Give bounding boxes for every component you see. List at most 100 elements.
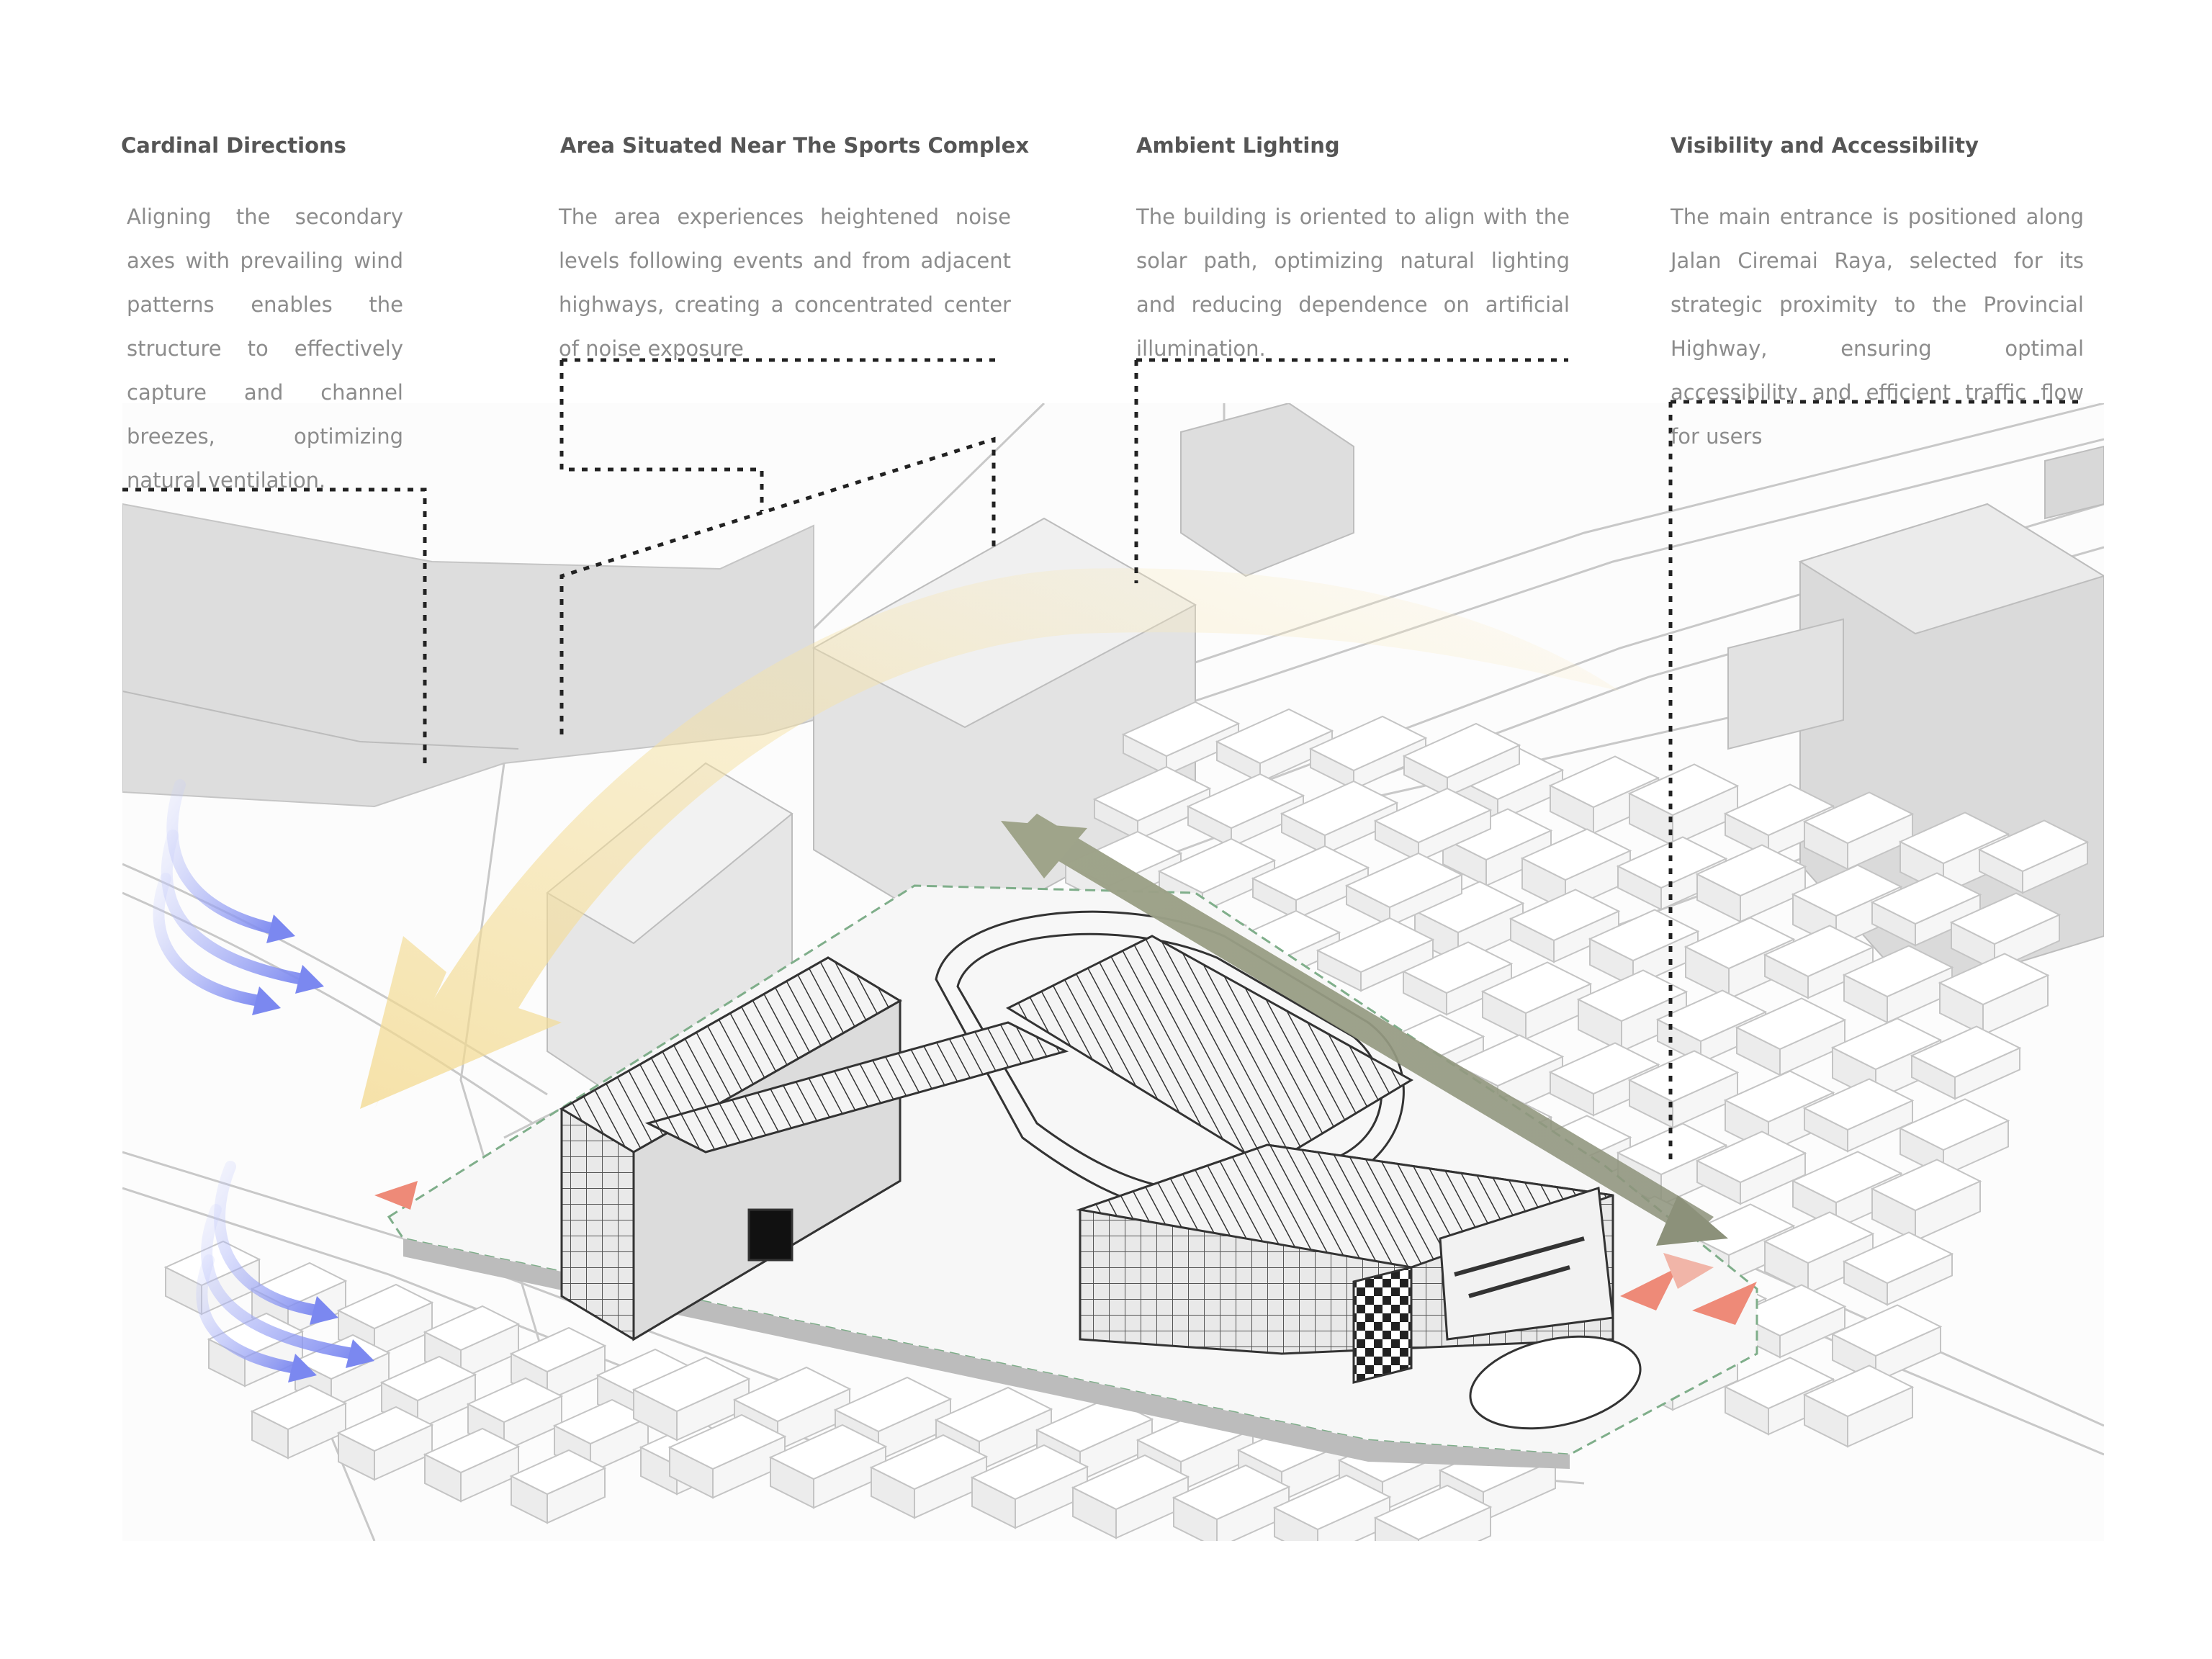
annotation-ambient-lighting: Ambient Lighting The building is oriente… bbox=[1136, 133, 1570, 371]
city-block-face bbox=[1683, 1203, 1796, 1256]
city-block-face bbox=[1695, 844, 1807, 897]
city-block-face bbox=[1373, 1484, 1493, 1541]
city-block-face bbox=[1373, 787, 1493, 844]
city-block-face bbox=[1723, 1357, 1835, 1410]
city-block-face bbox=[250, 1384, 348, 1431]
city-block-face bbox=[1723, 783, 1835, 837]
city-block-face bbox=[1172, 1464, 1291, 1521]
city-block-face bbox=[732, 1366, 852, 1423]
annotation-title: Area Situated Near The Sports Complex bbox=[560, 133, 1030, 158]
city-block-face bbox=[1316, 917, 1435, 974]
city-block-face bbox=[1452, 1034, 1565, 1087]
annotation-title: Ambient Lighting bbox=[1136, 133, 1340, 158]
city-block-face bbox=[768, 1424, 888, 1480]
city-block-face bbox=[1723, 1070, 1835, 1123]
city-block-face bbox=[1898, 811, 2010, 865]
city-block-face bbox=[1910, 1025, 2022, 1079]
city-block-face bbox=[934, 1386, 1053, 1443]
city-block-face bbox=[1763, 925, 1875, 978]
city-block-face bbox=[1548, 1042, 1660, 1095]
city-block-face bbox=[1035, 1396, 1154, 1453]
city-block-face bbox=[1616, 836, 1728, 889]
annotation-body: The building is oriented to align with t… bbox=[1136, 204, 1570, 361]
city-block-face bbox=[1655, 989, 1768, 1043]
neighborhood-blocks bbox=[163, 701, 2090, 1541]
city-block-face bbox=[1186, 773, 1305, 830]
city-block-face bbox=[1509, 889, 1621, 942]
city-block-face bbox=[1938, 953, 2050, 1006]
city-block-face bbox=[1802, 791, 1915, 845]
city-block-face bbox=[423, 1427, 521, 1474]
entrance-markers bbox=[374, 1181, 1757, 1325]
city-block-face bbox=[1251, 845, 1370, 902]
city-block-face bbox=[1802, 1078, 1915, 1131]
annotation-body: The main entrance is positioned along Ja… bbox=[1671, 204, 2084, 449]
annotation-title: Cardinal Directions bbox=[121, 133, 346, 158]
city-block-face bbox=[423, 1305, 521, 1352]
city-block-face bbox=[1735, 997, 1847, 1051]
city-block-face bbox=[1272, 1474, 1392, 1531]
city-block-face bbox=[1842, 1231, 1954, 1285]
city-block-face bbox=[1898, 1098, 2010, 1151]
wind-arrows bbox=[153, 779, 359, 1374]
city-block-face bbox=[1480, 961, 1593, 1015]
sun-path-arrow bbox=[360, 568, 1620, 1109]
city-block-face bbox=[1576, 969, 1689, 1022]
city-block-face bbox=[631, 1356, 751, 1413]
annotation-title: Visibility and Accessibility bbox=[1671, 133, 1979, 158]
city-block-face bbox=[1870, 1159, 1982, 1212]
left-building-wing bbox=[559, 956, 1069, 1341]
access-arrow bbox=[1001, 814, 1728, 1246]
city-block-face bbox=[833, 1376, 953, 1433]
city-block-face bbox=[1401, 941, 1514, 994]
city-block-face bbox=[1791, 864, 1903, 917]
city-block-face bbox=[1344, 852, 1464, 909]
city-block-face bbox=[1121, 701, 1241, 757]
city-block-face bbox=[1683, 917, 1796, 970]
city-block-face bbox=[1548, 755, 1660, 809]
city-block-face bbox=[1830, 1017, 1943, 1071]
city-block-face bbox=[1791, 1151, 1903, 1204]
right-building-wing bbox=[1076, 1143, 1614, 1384]
city-block-face bbox=[1870, 872, 1982, 925]
city-block-face bbox=[379, 1355, 477, 1402]
city-block-face bbox=[970, 1444, 1089, 1501]
city-block-face bbox=[1157, 837, 1277, 894]
city-block-face bbox=[1071, 1454, 1190, 1511]
annotation-body: The area experiences heightened noise le… bbox=[559, 204, 1011, 361]
wind-arrow-heads bbox=[252, 914, 374, 1382]
city-block-face bbox=[1308, 715, 1428, 772]
city-block-face bbox=[1977, 819, 2090, 873]
city-block-face bbox=[1830, 1304, 1943, 1357]
city-block-face bbox=[1949, 892, 2062, 945]
central-roof-structure bbox=[1005, 935, 1413, 1168]
city-block-face bbox=[1402, 722, 1521, 779]
city-block-face bbox=[466, 1377, 564, 1424]
city-block-face bbox=[509, 1449, 607, 1496]
parking-loop bbox=[1469, 1335, 1642, 1430]
city-block-face bbox=[509, 1326, 607, 1373]
annotation-cardinal-directions: Cardinal Directions Aligning the seconda… bbox=[121, 133, 403, 503]
city-block-face bbox=[1735, 1284, 1847, 1337]
annotation-sports-complex: Area Situated Near The Sports Complex Th… bbox=[559, 133, 1030, 371]
city-block-face bbox=[1280, 780, 1399, 837]
annotation-visibility-accessibility: Visibility and Accessibility The main en… bbox=[1671, 133, 2084, 459]
city-block-face bbox=[1215, 708, 1334, 765]
city-block-face bbox=[1842, 945, 1954, 998]
city-block-face bbox=[1627, 1050, 1740, 1103]
city-block-face bbox=[1763, 1211, 1875, 1264]
city-block-face bbox=[336, 1406, 434, 1452]
city-block-face bbox=[1627, 763, 1740, 817]
city-block-face bbox=[1695, 1130, 1807, 1184]
city-block-face bbox=[1092, 765, 1212, 822]
city-block-face bbox=[667, 1413, 787, 1470]
annotation-body: Aligning the secondary axes with prevail… bbox=[127, 204, 403, 493]
city-block-face bbox=[869, 1434, 989, 1491]
city-block-face bbox=[1802, 1364, 1915, 1418]
city-block-face bbox=[336, 1283, 434, 1330]
city-block-face bbox=[1616, 1123, 1728, 1176]
city-block-face bbox=[1520, 828, 1632, 881]
leader-lines bbox=[122, 358, 2081, 1166]
